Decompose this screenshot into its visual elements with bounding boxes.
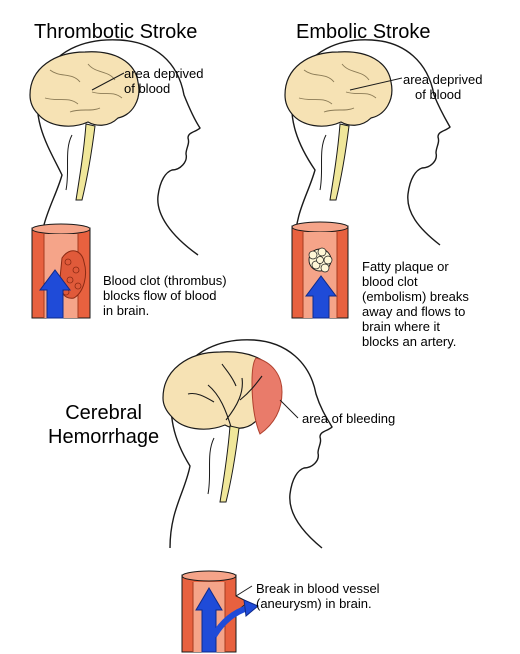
hemorrhage-title: Cerebral Hemorrhage — [48, 401, 159, 449]
hemorrhage-vessel-label-line: (aneurysm) in brain. — [256, 596, 372, 611]
aneurysm-leak-arrow — [211, 605, 249, 638]
embolic-blood-flow-arrow — [305, 275, 337, 319]
thrombotic-brain — [29, 51, 140, 127]
embolic-vessel-label-line: Fatty plaque or — [362, 259, 449, 274]
thrombotic-vessel-label: Blood clot (thrombus) blocks flow of blo… — [103, 273, 227, 318]
embolic-title: Embolic Stroke — [296, 21, 431, 43]
thrombotic-brain-label: area deprived of blood — [124, 66, 204, 96]
embolic-brain-label-line: area deprived — [403, 72, 483, 87]
embolic-brain-label: area deprived of blood — [403, 72, 483, 102]
hemorrhage-title-line: Hemorrhage — [48, 426, 160, 448]
embolic-vessel-label-line: away and flows to — [362, 304, 466, 319]
hemorrhage-title-line: Cerebral — [65, 402, 142, 424]
hemorrhage-panel — [162, 339, 333, 653]
thrombotic-brain-label-line: area deprived — [124, 66, 204, 81]
embolic-brain — [284, 51, 393, 127]
bleeding-area — [251, 357, 283, 435]
thrombotic-spinal-cord — [75, 123, 96, 201]
hemorrhage-vessel-label-line: Break in blood vessel — [256, 581, 380, 596]
thrombotic-blood-flow-arrow — [39, 269, 71, 319]
embolic-vessel-label: Fatty plaque or blood clot (embolism) br… — [362, 259, 469, 349]
thrombotic-title: Thrombotic Stroke — [34, 21, 198, 43]
hemorrhage-brain-label: area of bleeding — [302, 411, 396, 426]
thrombotic-vessel-label-line: Blood clot (thrombus) — [103, 273, 227, 288]
embolic-panel — [284, 39, 451, 319]
embolic-vessel-label-line: brain where it — [362, 319, 441, 334]
embolic-vessel-label-line: (embolism) breaks — [362, 289, 469, 304]
embolism-plaque — [308, 247, 333, 273]
embolic-vessel-label-line: blocks an artery. — [362, 334, 457, 349]
embolic-vessel-label-line: blood clot — [362, 274, 418, 289]
embolic-brain-label-line: of blood — [415, 87, 462, 102]
hemorrhage-vessel-label: Break in blood vessel (aneurysm) in brai… — [256, 581, 380, 611]
thrombotic-brain-label-line: of blood — [124, 81, 171, 96]
thrombotic-vessel-label-line: in brain. — [103, 303, 150, 318]
embolic-spinal-cord — [329, 123, 350, 201]
hemorrhage-spinal-cord — [219, 425, 240, 503]
thrombotic-vessel-label-line: blocks flow of blood — [103, 288, 217, 303]
thrombotic-panel — [29, 39, 201, 319]
